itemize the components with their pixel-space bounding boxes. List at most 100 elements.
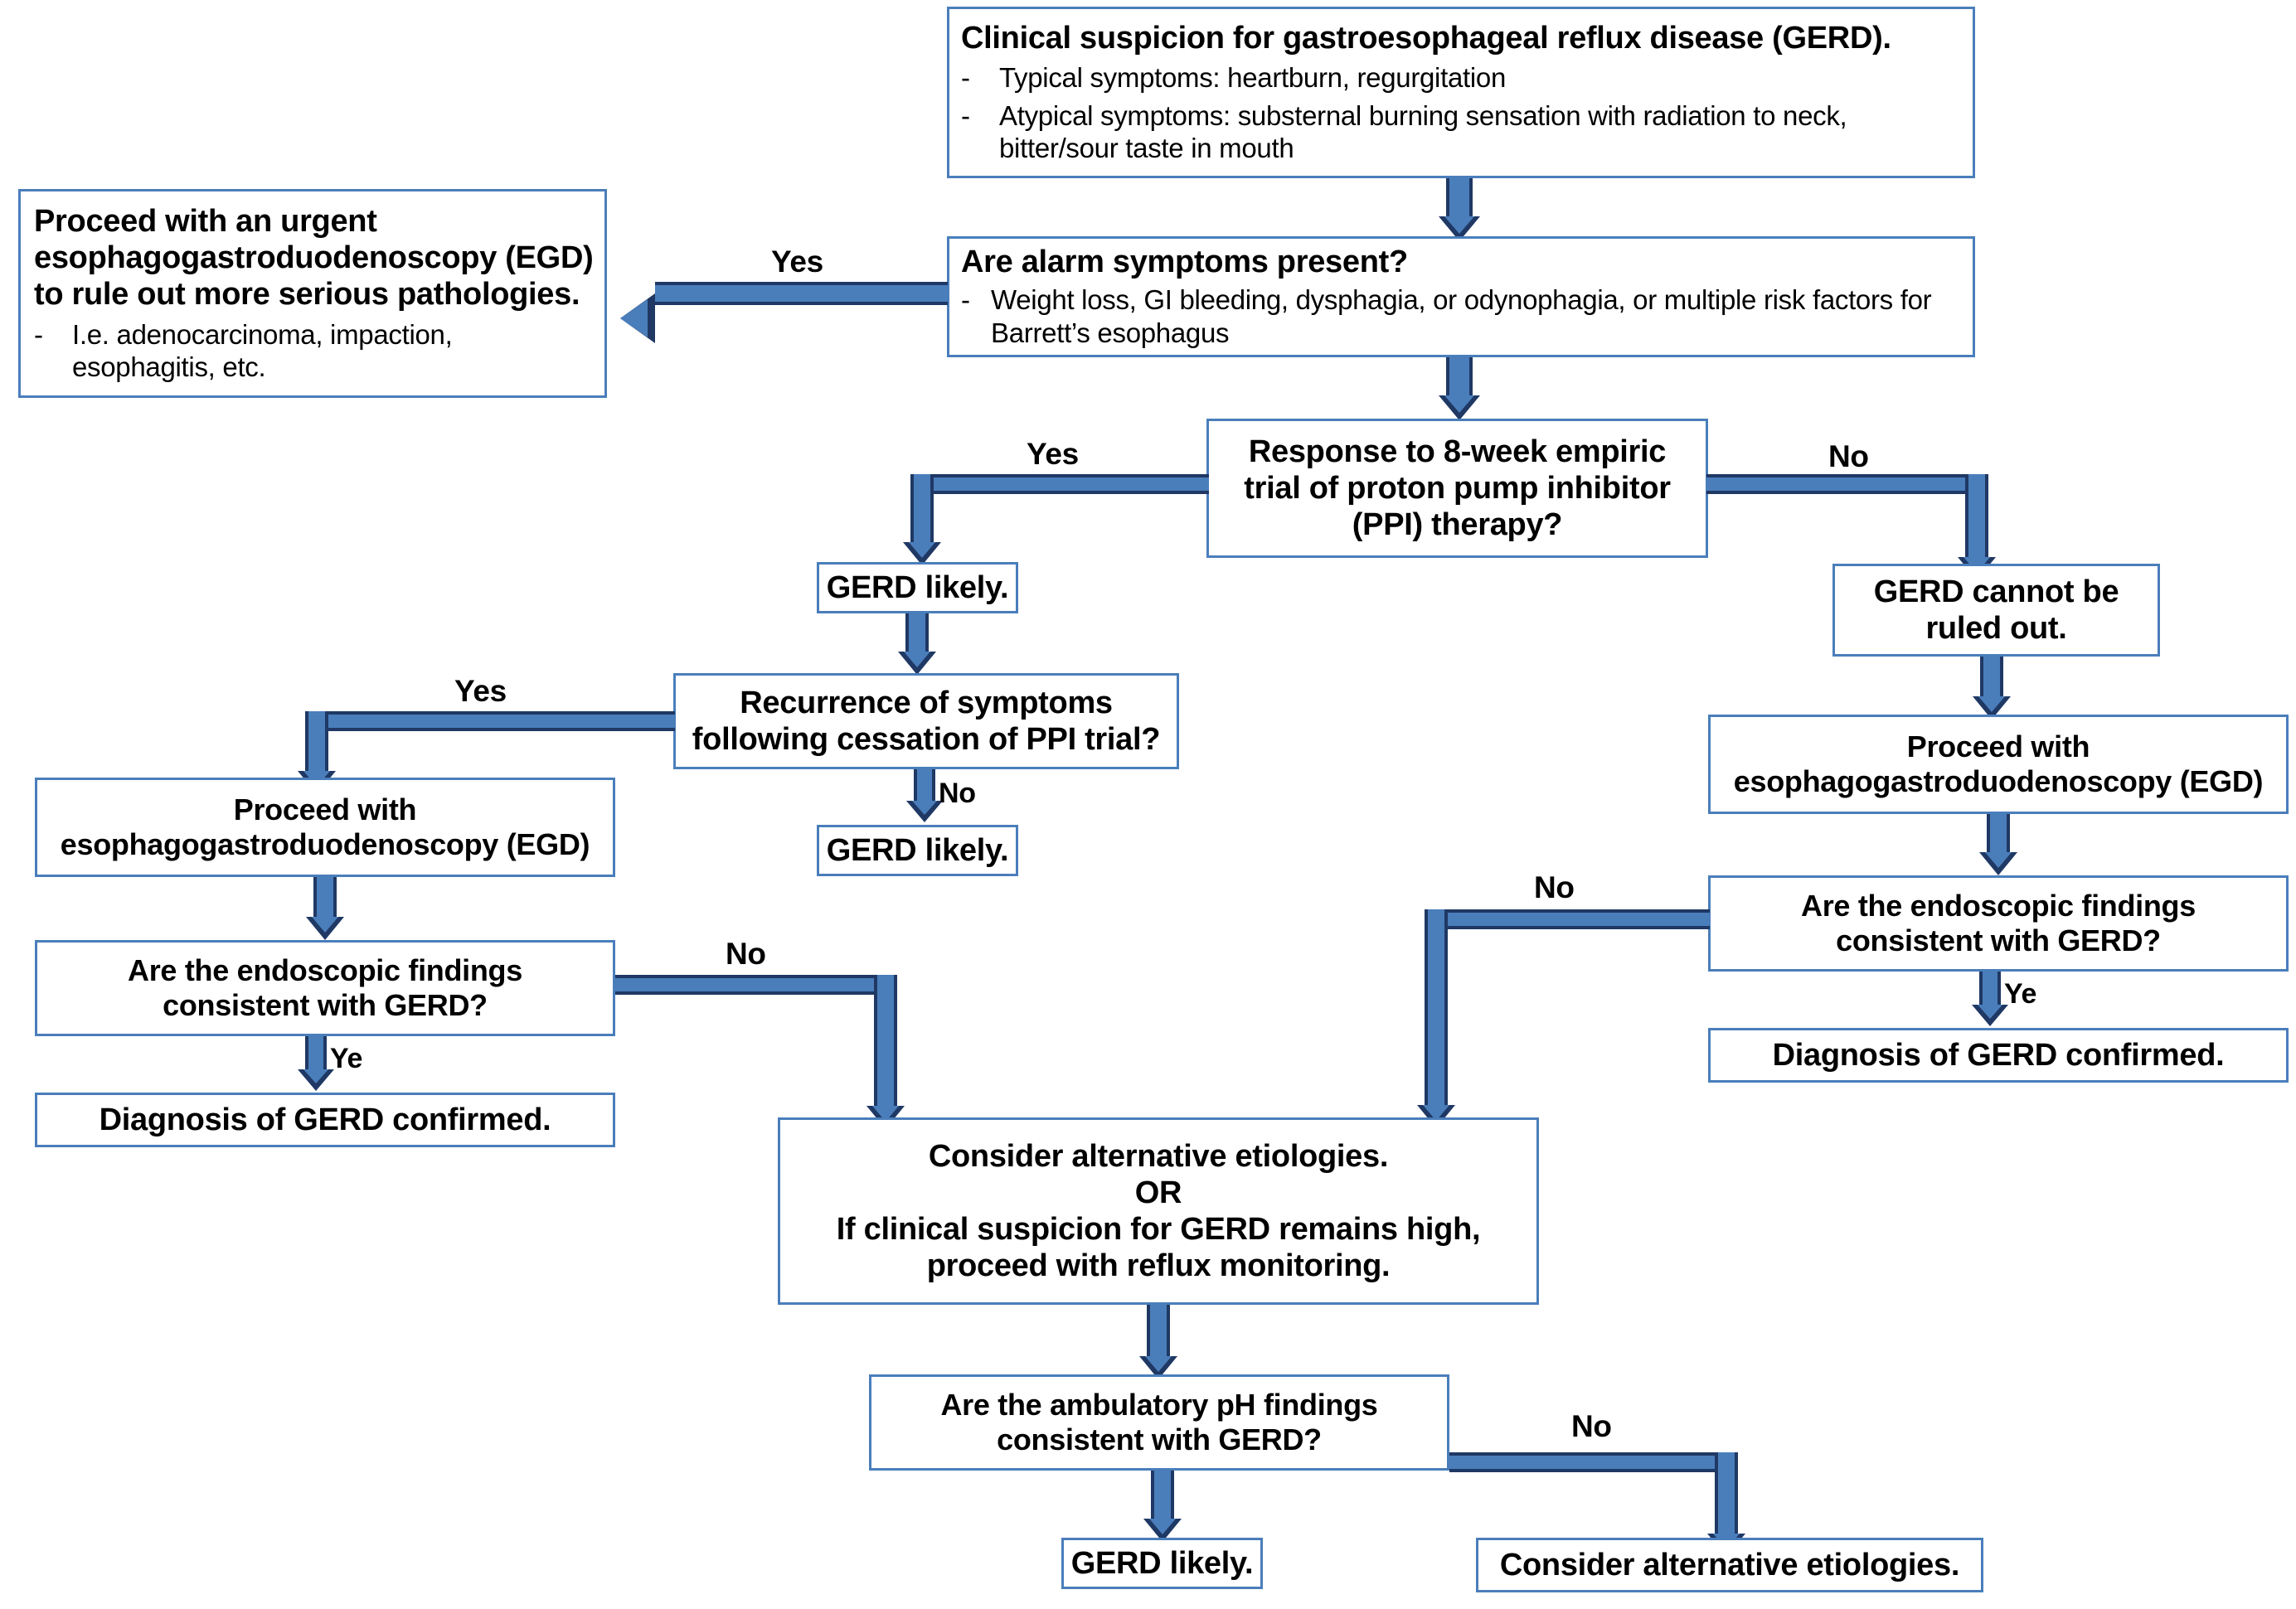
arrow-head-left-icon <box>620 293 655 343</box>
arrow-shaft <box>874 975 897 1106</box>
proceed-egd-right-line-1: Proceed with <box>1906 729 2090 764</box>
arrow-head-down-icon <box>1979 852 2017 875</box>
alarm-symptoms-bullet-1: - Weight loss, GI bleeding, dysphagia, o… <box>961 284 1932 349</box>
arrow-elbow <box>914 477 930 492</box>
edge-label-ambulatory-no: No <box>1571 1409 1612 1443</box>
ambulatory-ph-line-2: consistent with GERD? <box>997 1422 1322 1456</box>
node-endoscopic-right: Are the endoscopic findings consistent w… <box>1708 875 2289 972</box>
arrow-shaft <box>1425 909 1448 1105</box>
node-endoscopic-left: Are the endoscopic findings consistent w… <box>35 940 615 1036</box>
arrow-shaft <box>305 1036 327 1069</box>
gerd-likely-1-text: GERD likely. <box>826 569 1009 605</box>
recurrence-line-1: Recurrence of symptoms <box>740 685 1113 720</box>
alternative-etiologies-line-2: OR <box>1134 1175 1182 1210</box>
bullet-dash-icon: - <box>34 318 43 350</box>
node-gerd-likely-3: GERD likely. <box>1061 1538 1263 1589</box>
edge-label-ppi-no: No <box>1828 439 1869 473</box>
edge-label-ppi-yes: Yes <box>1027 437 1079 471</box>
node-ppi-response: Response to 8-week empiric trial of prot… <box>1206 419 1708 558</box>
arrow-shaft <box>1706 474 1988 494</box>
edge-label-recurrence-no: No <box>939 778 976 809</box>
arrow-shaft <box>1979 972 2001 1005</box>
arrow-shaft <box>1446 357 1473 395</box>
clinical-suspicion-bullet-2: - Atypical symptoms: substernal burning … <box>961 99 1847 164</box>
arrow-shaft <box>615 975 897 995</box>
arrow-shaft <box>905 613 929 652</box>
clinical-suspicion-heading: Clinical suspicion for gastroesophageal … <box>961 21 1891 56</box>
diagnosis-left-text: Diagnosis of GERD confirmed. <box>99 1102 551 1137</box>
gerd-likely-2-text: GERD likely. <box>826 832 1009 868</box>
gerd-cannot-rule-out-line-1: GERD cannot be <box>1873 574 2119 609</box>
arrow-shaft <box>1449 1452 1738 1472</box>
bullet-dash-icon: - <box>961 62 970 94</box>
endoscopic-left-line-1: Are the endoscopic findings <box>128 953 522 988</box>
arrow-head-down-icon <box>1972 1005 2008 1026</box>
edge-label-endoscopic-right-yes: Ye <box>2004 978 2037 1010</box>
arrow-head-down-icon <box>298 1069 334 1091</box>
edge-label-recurrence-yes: Yes <box>454 674 507 708</box>
urgent-egd-line-2: esophagogastroduodenoscopy (EGD) <box>34 240 594 276</box>
gerd-cannot-rule-out-line-2: ruled out. <box>1925 611 2067 646</box>
arrow-head-down-icon <box>898 652 936 675</box>
recurrence-line-2: following cessation of PPI trial? <box>692 722 1161 757</box>
arrow-elbow <box>1428 913 1444 928</box>
node-proceed-egd-right: Proceed with esophagogastroduodenoscopy … <box>1708 715 2289 814</box>
arrow-shaft <box>305 711 675 731</box>
arrow-shaft <box>1425 909 1710 929</box>
urgent-egd-bullet-1: - I.e. adenocarcinoma, impaction, esopha… <box>34 318 453 383</box>
ambulatory-ph-line-1: Are the ambulatory pH findings <box>940 1388 1378 1422</box>
gerd-likely-3-text: GERD likely. <box>1070 1545 1254 1581</box>
node-gerd-likely-1: GERD likely. <box>817 562 1018 613</box>
arrow-shaft <box>1987 814 2010 852</box>
proceed-egd-right-line-2: esophagogastroduodenoscopy (EGD) <box>1733 764 2264 798</box>
arrow-shaft <box>910 474 1209 494</box>
arrow-elbow <box>1718 1456 1735 1471</box>
node-recurrence: Recurrence of symptoms following cessati… <box>673 673 1179 769</box>
arrow-head-down-icon <box>306 917 344 940</box>
alarm-symptoms-heading: Are alarm symptoms present? <box>961 245 1408 280</box>
arrow-head-down-icon <box>903 542 941 565</box>
alternative-etiologies-line-3: If clinical suspicion for GERD remains h… <box>836 1212 1481 1247</box>
diagnosis-right-text: Diagnosis of GERD confirmed. <box>1772 1037 2225 1073</box>
node-gerd-likely-2: GERD likely. <box>817 825 1018 876</box>
node-ambulatory-ph: Are the ambulatory pH findings consisten… <box>869 1374 1449 1471</box>
node-gerd-cannot-rule-out: GERD cannot be ruled out. <box>1832 564 2160 657</box>
arrow-shaft <box>1446 178 1473 216</box>
endoscopic-left-line-2: consistent with GERD? <box>163 988 488 1022</box>
ppi-response-line-3: (PPI) therapy? <box>1352 507 1563 543</box>
arrow-shaft <box>914 769 935 801</box>
node-alarm-symptoms: Are alarm symptoms present? - Weight los… <box>947 236 1975 357</box>
arrow-elbow <box>877 978 894 993</box>
bullet-dash-icon: - <box>961 284 970 316</box>
node-urgent-egd: Proceed with an urgent esophagogastroduo… <box>18 189 607 398</box>
arrow-shaft <box>1147 1305 1170 1356</box>
ppi-response-line-2: trial of proton pump inhibitor <box>1244 470 1671 506</box>
edge-label-endoscopic-right-no: No <box>1534 870 1575 904</box>
arrow-shaft <box>1980 657 2003 696</box>
endoscopic-right-line-1: Are the endoscopic findings <box>1801 889 2196 923</box>
urgent-egd-line-3: to rule out more serious pathologies. <box>34 277 580 313</box>
alternative-etiologies-2-text: Consider alternative etiologies. <box>1499 1547 1960 1582</box>
node-diagnosis-right: Diagnosis of GERD confirmed. <box>1708 1028 2289 1083</box>
arrow-shaft <box>1151 1471 1174 1519</box>
arrow-shaft <box>313 877 337 917</box>
node-proceed-egd-left: Proceed with esophagogastroduodenoscopy … <box>35 778 615 877</box>
arrow-elbow <box>308 715 325 729</box>
alternative-etiologies-line-1: Consider alternative etiologies. <box>928 1138 1389 1174</box>
urgent-egd-line-1: Proceed with an urgent <box>34 204 377 240</box>
ppi-response-line-1: Response to 8-week empiric <box>1248 434 1667 469</box>
alternative-etiologies-line-4: proceed with reflux monitoring. <box>926 1248 1391 1284</box>
arrow-elbow <box>1968 477 1985 492</box>
node-diagnosis-left: Diagnosis of GERD confirmed. <box>35 1093 615 1147</box>
arrow-shaft <box>655 282 948 305</box>
edge-label-alarm-yes: Yes <box>771 245 823 279</box>
clinical-suspicion-bullet-1: - Typical symptoms: heartburn, regurgita… <box>961 62 1507 94</box>
arrow-head-down-icon <box>1439 395 1480 420</box>
node-clinical-suspicion: Clinical suspicion for gastroesophageal … <box>947 7 1975 178</box>
proceed-egd-left-line-1: Proceed with <box>233 792 417 827</box>
bullet-dash-icon: - <box>961 99 970 131</box>
endoscopic-right-line-2: consistent with GERD? <box>1836 923 2161 957</box>
edge-label-endoscopic-left-yes: Ye <box>330 1043 363 1074</box>
node-alternative-etiologies: Consider alternative etiologies. OR If c… <box>778 1117 1539 1305</box>
